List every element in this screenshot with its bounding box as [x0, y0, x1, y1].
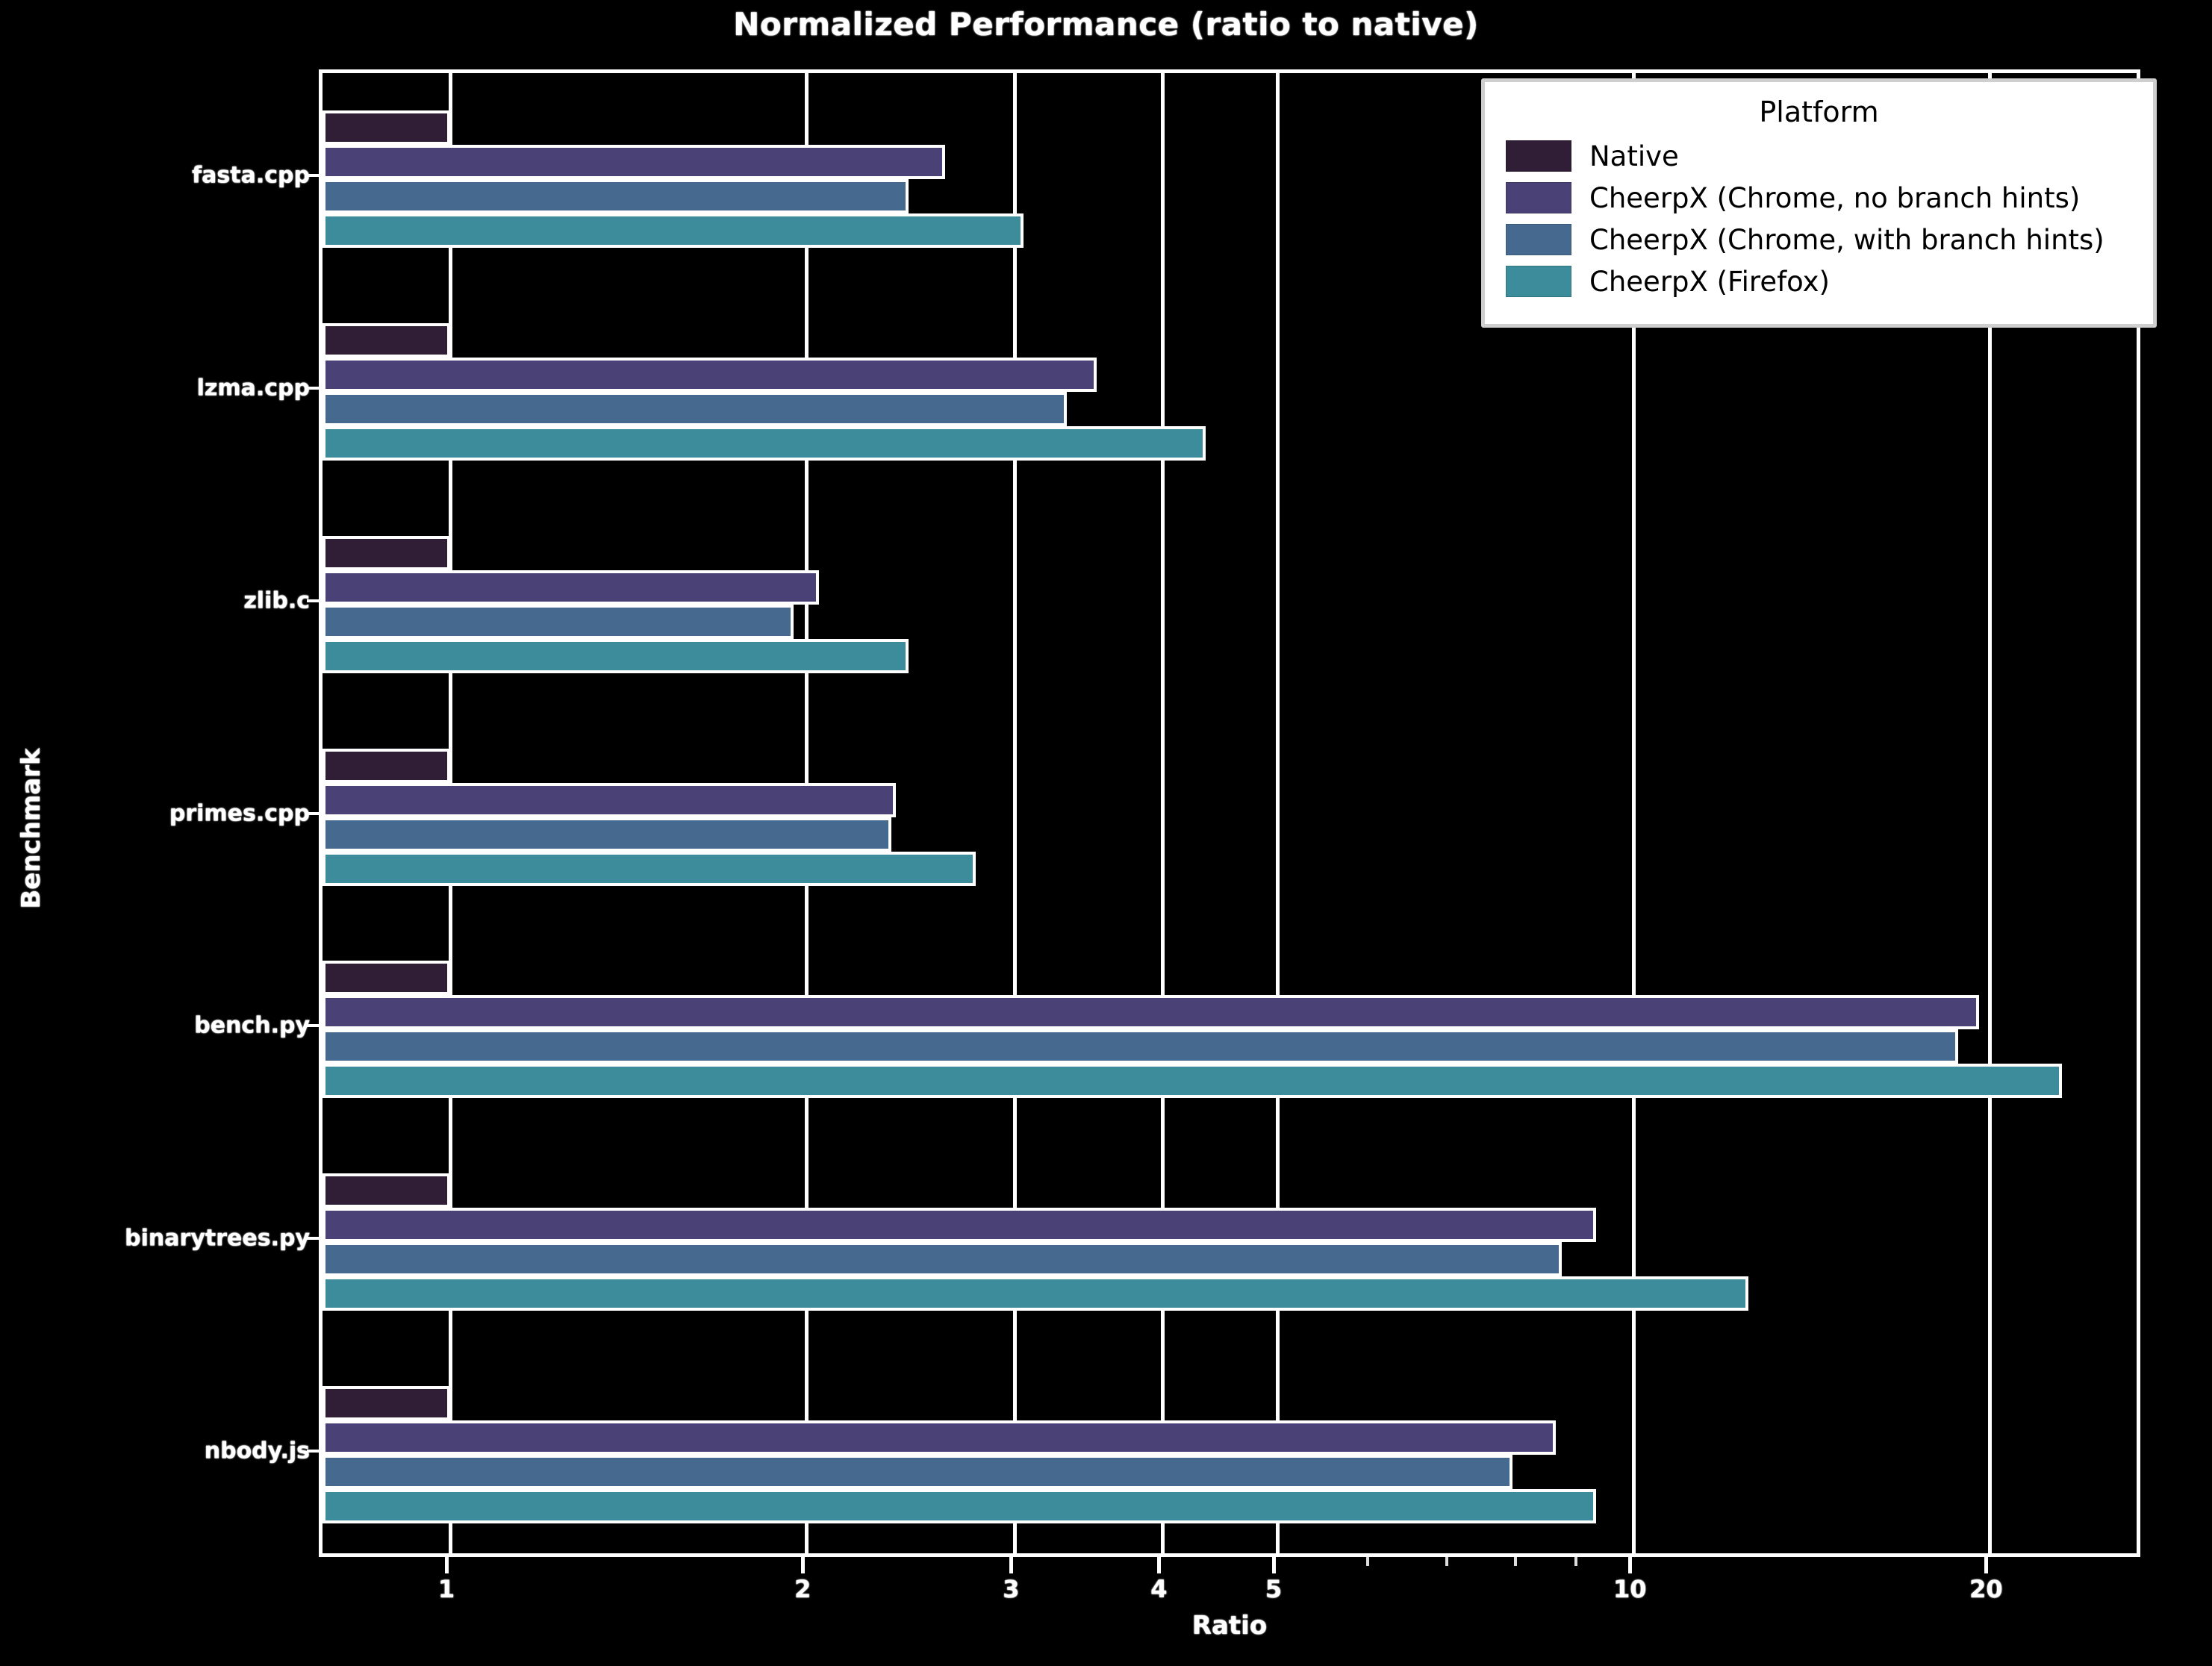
gridline-x-20 — [1987, 73, 1992, 1553]
bar — [323, 1064, 2062, 1099]
x-tick-label: 2 — [794, 1575, 811, 1603]
gridline-x-10 — [1631, 73, 1636, 1553]
y-axis-title: Benchmark — [16, 748, 46, 909]
bar — [323, 1420, 1557, 1455]
x-tick-mark — [1156, 1557, 1161, 1573]
bar — [323, 995, 1980, 1030]
bar — [323, 1385, 451, 1420]
x-tick-mark — [800, 1557, 805, 1573]
bar — [323, 817, 892, 852]
bar — [323, 535, 451, 570]
x-tick-label: 3 — [1003, 1575, 1020, 1603]
y-tick-label: lzma.cpp — [196, 375, 310, 402]
y-tick-mark — [307, 1236, 319, 1240]
bar — [323, 851, 976, 886]
legend-swatch — [1506, 224, 1571, 255]
bar — [323, 638, 909, 673]
chart-title: Normalized Performance (ratio to native) — [733, 6, 1479, 43]
y-tick-label: zlib.c — [243, 587, 310, 614]
plot-inner — [323, 73, 2137, 1553]
bar — [323, 110, 451, 146]
bar — [323, 1488, 1597, 1523]
x-tick-mark — [1627, 1557, 1632, 1573]
bar — [323, 323, 451, 358]
legend-item[interactable]: CheerpX (Firefox) — [1501, 266, 2137, 297]
gridline-x-3 — [1012, 73, 1017, 1553]
y-tick-label: fasta.cpp — [192, 162, 310, 189]
bar — [323, 1029, 1958, 1064]
bar — [323, 392, 1068, 427]
x-tick-mark — [1271, 1557, 1276, 1573]
bar — [323, 1241, 1563, 1276]
x-tick-label: 5 — [1265, 1575, 1283, 1603]
legend-swatch — [1506, 266, 1571, 297]
legend-item[interactable]: CheerpX (Chrome, with branch hints) — [1501, 224, 2137, 255]
y-tick-mark — [307, 1024, 319, 1028]
legend-swatch — [1506, 140, 1571, 172]
legend-item[interactable]: CheerpX (Chrome, no branch hints) — [1501, 182, 2137, 213]
bar — [323, 1454, 1512, 1489]
legend-title: Platform — [1759, 96, 1879, 128]
gridline-x-5 — [1275, 73, 1280, 1553]
legend-item[interactable]: Native — [1501, 140, 2137, 172]
x-tick-label: 1 — [437, 1575, 455, 1603]
x-tick-minor — [1445, 1557, 1448, 1566]
x-axis-tick-labels: 1 2 3 4 5 10 20 — [0, 1557, 2212, 1624]
y-tick-label: nbody.js — [204, 1438, 310, 1464]
bar — [323, 358, 1097, 393]
x-tick-label: 4 — [1150, 1575, 1168, 1603]
y-tick-label: bench.py — [194, 1012, 310, 1039]
y-tick-mark — [307, 1449, 319, 1453]
x-tick-mark — [1009, 1557, 1013, 1573]
x-tick-label: 10 — [1613, 1575, 1647, 1603]
y-tick-mark — [307, 599, 319, 602]
x-tick-minor — [1365, 1557, 1369, 1566]
bar — [323, 748, 451, 783]
bar — [323, 570, 820, 605]
legend-swatch — [1506, 182, 1571, 213]
legend-label: Native — [1589, 140, 1679, 172]
bar — [323, 213, 1024, 249]
y-tick-label: primes.cpp — [169, 800, 310, 826]
x-axis-title: Ratio — [1191, 1611, 1268, 1641]
y-tick-label: binarytrees.py — [125, 1225, 310, 1252]
bar — [323, 1173, 451, 1208]
x-tick-minor — [1574, 1557, 1577, 1566]
y-tick-mark — [307, 387, 319, 390]
gridline-x-4 — [1160, 73, 1165, 1553]
bar — [323, 145, 946, 180]
bar — [323, 1207, 1597, 1242]
bar — [323, 604, 794, 639]
legend-label: CheerpX (Chrome, no branch hints) — [1589, 181, 2081, 214]
y-tick-mark — [307, 174, 319, 178]
bar — [323, 782, 896, 817]
x-tick-mark — [444, 1557, 449, 1573]
bar — [323, 1276, 1748, 1311]
bar — [323, 179, 909, 214]
x-tick-mark — [1984, 1557, 1988, 1573]
x-tick-label: 20 — [1969, 1575, 2003, 1603]
legend-label: CheerpX (Firefox) — [1589, 265, 1830, 298]
y-tick-mark — [307, 811, 319, 815]
legend-label: CheerpX (Chrome, with branch hints) — [1589, 223, 2104, 256]
x-tick-minor — [1513, 1557, 1517, 1566]
bar — [323, 426, 1206, 461]
bar — [323, 961, 451, 996]
